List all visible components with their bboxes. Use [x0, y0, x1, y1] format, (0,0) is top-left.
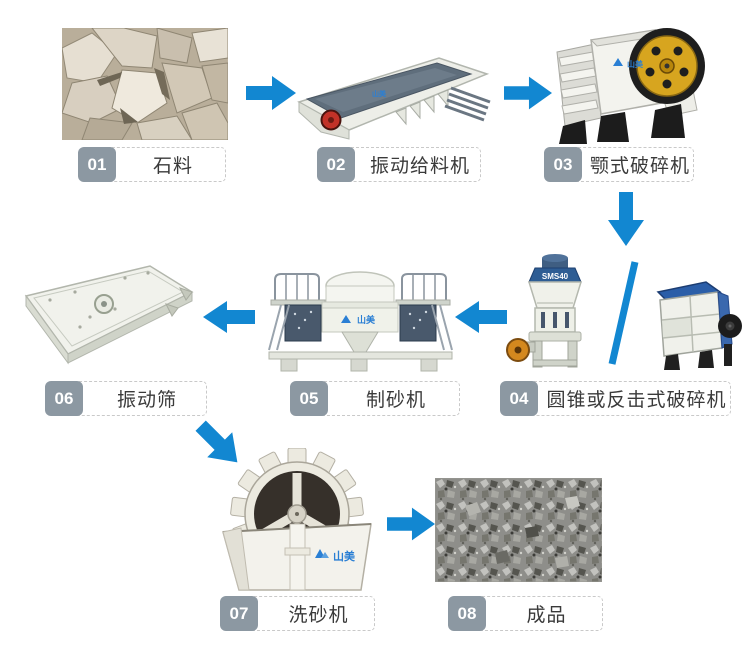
feeder-brand-logo: 山美 [372, 89, 387, 98]
cone-crusher-model-text: SMS40 [542, 272, 569, 281]
step-label-05: 制砂机 05 [290, 381, 460, 416]
step-04-name: 圆锥或反击式破碎机 [514, 381, 731, 416]
step-label-06: 振动筛 06 [45, 381, 207, 416]
step-02-number-badge: 02 [317, 147, 355, 182]
step-04-number-badge: 04 [500, 381, 538, 416]
arrow-down-jaw-to-crusher-icon [608, 192, 644, 246]
arrow-down-right-screen-to-washer-icon [195, 420, 238, 463]
vibrating-feeder-illustration: 山美 [297, 57, 491, 140]
sand-making-machine-illustration: 山美 [268, 271, 453, 372]
step-label-08: 成品 08 [448, 596, 603, 631]
step-05-name: 制砂机 [304, 381, 460, 416]
impact-crusher-illustration [656, 281, 742, 370]
step-06-name: 振动筛 [59, 381, 207, 416]
vibrating-screen-illustration [24, 265, 194, 365]
step-07-number-badge: 07 [220, 596, 258, 631]
cone-crusher-illustration: SMS40 [506, 254, 583, 368]
arrow-right-washer-to-product-icon [387, 507, 435, 541]
step-label-07: 洗砂机 07 [220, 596, 375, 631]
stone-material-photo [62, 28, 228, 140]
arrow-right-stone-to-feeder-icon [246, 76, 296, 110]
step-label-04: 圆锥或反击式破碎机 04 [500, 381, 731, 416]
arrow-left-crusher-to-sandmaker-icon [455, 301, 507, 333]
washer-brand-logo: 山美 [333, 549, 356, 563]
step-01-number-badge: 01 [78, 147, 116, 182]
arrow-right-feeder-to-jaw-icon [504, 76, 552, 110]
jaw-crusher-brand-logo: 山美 [627, 59, 644, 69]
step-label-02: 振动给料机 02 [317, 147, 481, 182]
sand-washer-illustration: 山美 [222, 448, 372, 591]
step-02-name: 振动给料机 [331, 147, 481, 182]
or-separator-slash [608, 261, 639, 365]
step-06-number-badge: 06 [45, 381, 83, 416]
arrow-left-sandmaker-to-screen-icon [203, 301, 255, 333]
step-label-03: 颚式破碎机 03 [544, 147, 694, 182]
jaw-crusher-illustration: 山美 [556, 28, 705, 144]
step-08-number-badge: 08 [448, 596, 486, 631]
step-05-number-badge: 05 [290, 381, 328, 416]
finished-product-photo [435, 478, 602, 582]
step-03-number-badge: 03 [544, 147, 582, 182]
step-label-01: 石料 01 [78, 147, 226, 182]
sand-maker-brand-logo: 山美 [357, 314, 376, 325]
